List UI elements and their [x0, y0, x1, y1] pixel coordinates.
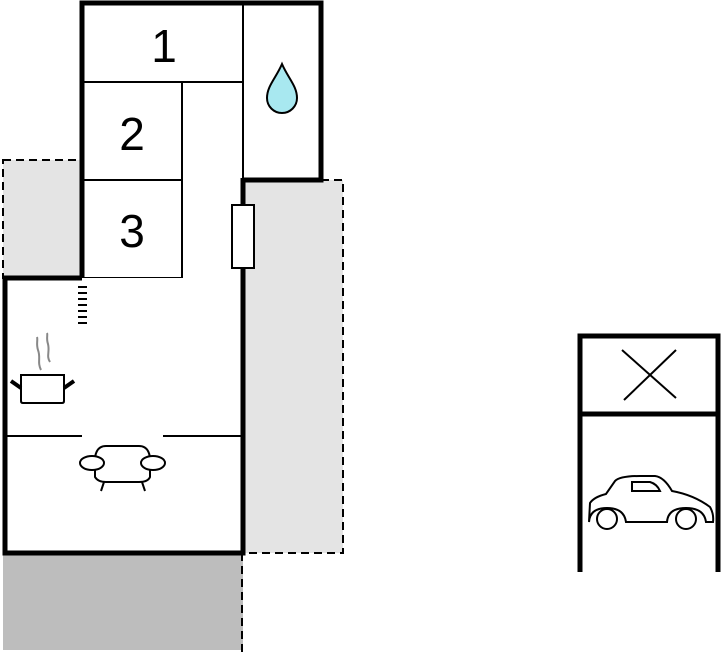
cooking-pot-icon: [9, 332, 76, 404]
window-icon: [231, 204, 255, 269]
stairs-icon: [78, 286, 87, 324]
sofa-icon: [79, 445, 166, 492]
water-drop-icon: [265, 61, 299, 114]
cross-icon: [621, 349, 677, 401]
living-room: [5, 278, 243, 553]
room-1-label: 1: [151, 20, 177, 72]
terrace-right: [242, 179, 344, 554]
room-2-label: 2: [119, 108, 145, 160]
carport: [577, 333, 721, 572]
terrace-left: [2, 159, 83, 279]
room-2: [81, 81, 183, 181]
room-3-label: 3: [119, 205, 145, 257]
walls: [2, 0, 324, 556]
car-icon: [588, 475, 715, 530]
patio-bottom: [3, 553, 243, 650]
